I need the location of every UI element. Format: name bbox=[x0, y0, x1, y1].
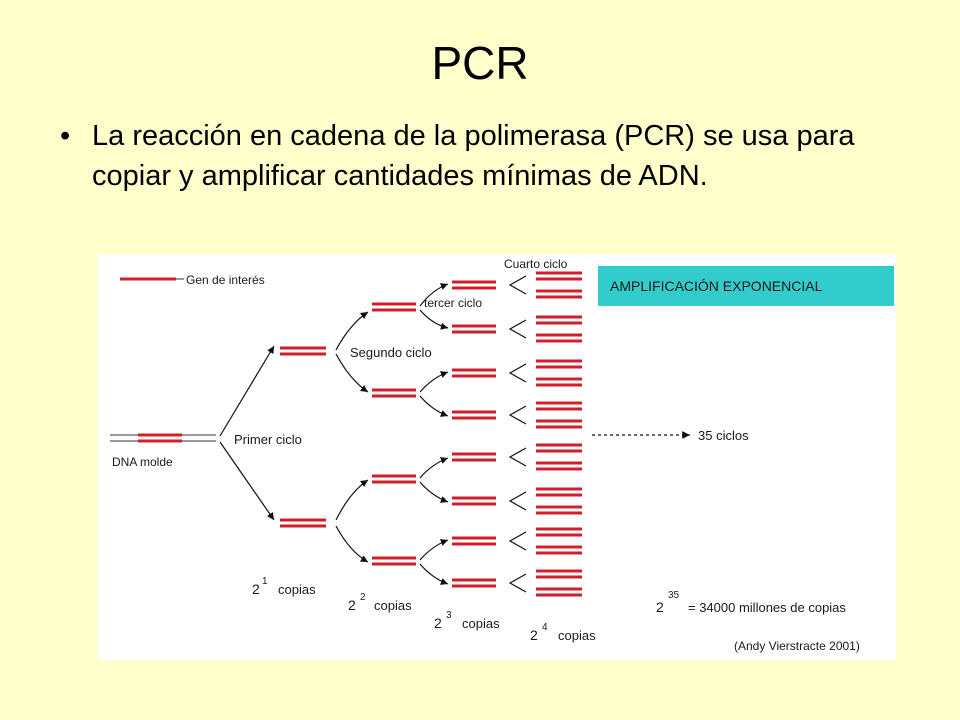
svg-text:copias: copias bbox=[462, 616, 500, 631]
bullet-point: • La reacción en cadena de la polimerasa… bbox=[60, 116, 900, 196]
cycle1-product bbox=[280, 518, 326, 528]
final-copies-label: 2 35 = 34000 millones de copias bbox=[656, 590, 846, 615]
svg-text:2: 2 bbox=[360, 592, 366, 603]
branch-arrow bbox=[335, 479, 369, 521]
svg-text:copias: copias bbox=[278, 582, 316, 597]
svg-text:1: 1 bbox=[262, 576, 268, 587]
cycle3-products bbox=[452, 280, 496, 588]
svg-text:2: 2 bbox=[252, 581, 260, 597]
svg-text:copias: copias bbox=[558, 628, 596, 643]
cycle1-product bbox=[280, 346, 326, 356]
banner-box bbox=[598, 266, 894, 306]
template-dna bbox=[110, 433, 216, 443]
total-cycles-label: 35 ciclos bbox=[698, 428, 749, 443]
fourth-cycle-label: Cuarto ciclo bbox=[504, 257, 568, 271]
cycle2-product bbox=[372, 388, 416, 398]
svg-text:= 34000 millones de copias: = 34000 millones de copias bbox=[688, 600, 846, 615]
bullet-icon: • bbox=[60, 120, 71, 152]
branch-arrow bbox=[219, 441, 275, 521]
third-cycle-branches bbox=[419, 283, 449, 585]
copies-label-1: 2 1 copias bbox=[252, 576, 316, 597]
copies-label-2: 2 2 copias bbox=[348, 592, 412, 613]
first-cycle-label: Primer ciclo bbox=[234, 432, 302, 447]
branch-arrow bbox=[335, 353, 369, 393]
banner-text: AMPLIFICACIÓN EXPONENCIAL bbox=[610, 278, 823, 294]
svg-text:copias: copias bbox=[374, 598, 412, 613]
fourth-cycle-brackets bbox=[508, 275, 527, 593]
branch-arrow bbox=[335, 311, 369, 351]
svg-text:35: 35 bbox=[668, 590, 680, 601]
slide-title: PCR bbox=[431, 37, 529, 89]
cycle2-product bbox=[372, 302, 416, 312]
branch-arrow bbox=[219, 345, 275, 437]
pcr-diagram-svg: AMPLIFICACIÓN EXPONENCIAL Gen de interés… bbox=[110, 257, 894, 653]
svg-text:4: 4 bbox=[542, 622, 548, 633]
svg-text:2: 2 bbox=[656, 599, 664, 615]
pcr-diagram: AMPLIFICACIÓN EXPONENCIAL Gen de interés… bbox=[98, 254, 896, 660]
template-label: DNA molde bbox=[112, 455, 173, 469]
svg-text:3: 3 bbox=[446, 610, 452, 621]
cycle2-product bbox=[372, 556, 416, 566]
copies-label-4: 2 4 copias bbox=[530, 622, 596, 643]
branch-arrow bbox=[335, 525, 369, 563]
cycle2-product bbox=[372, 474, 416, 484]
third-cycle-label: tercer ciclo bbox=[424, 296, 482, 310]
second-cycle-label: Segundo ciclo bbox=[350, 345, 432, 360]
legend-label: Gen de interés bbox=[186, 273, 265, 287]
credit-label: (Andy Vierstracte 2001) bbox=[734, 639, 860, 653]
svg-text:2: 2 bbox=[348, 597, 356, 613]
bullet-text: La reacción en cadena de la polimerasa (… bbox=[92, 120, 855, 192]
svg-text:2: 2 bbox=[434, 615, 442, 631]
svg-text:2: 2 bbox=[530, 627, 538, 643]
cycle4-products bbox=[536, 271, 582, 597]
legend: Gen de interés bbox=[120, 273, 265, 287]
copies-label-3: 2 3 copias bbox=[434, 610, 500, 631]
